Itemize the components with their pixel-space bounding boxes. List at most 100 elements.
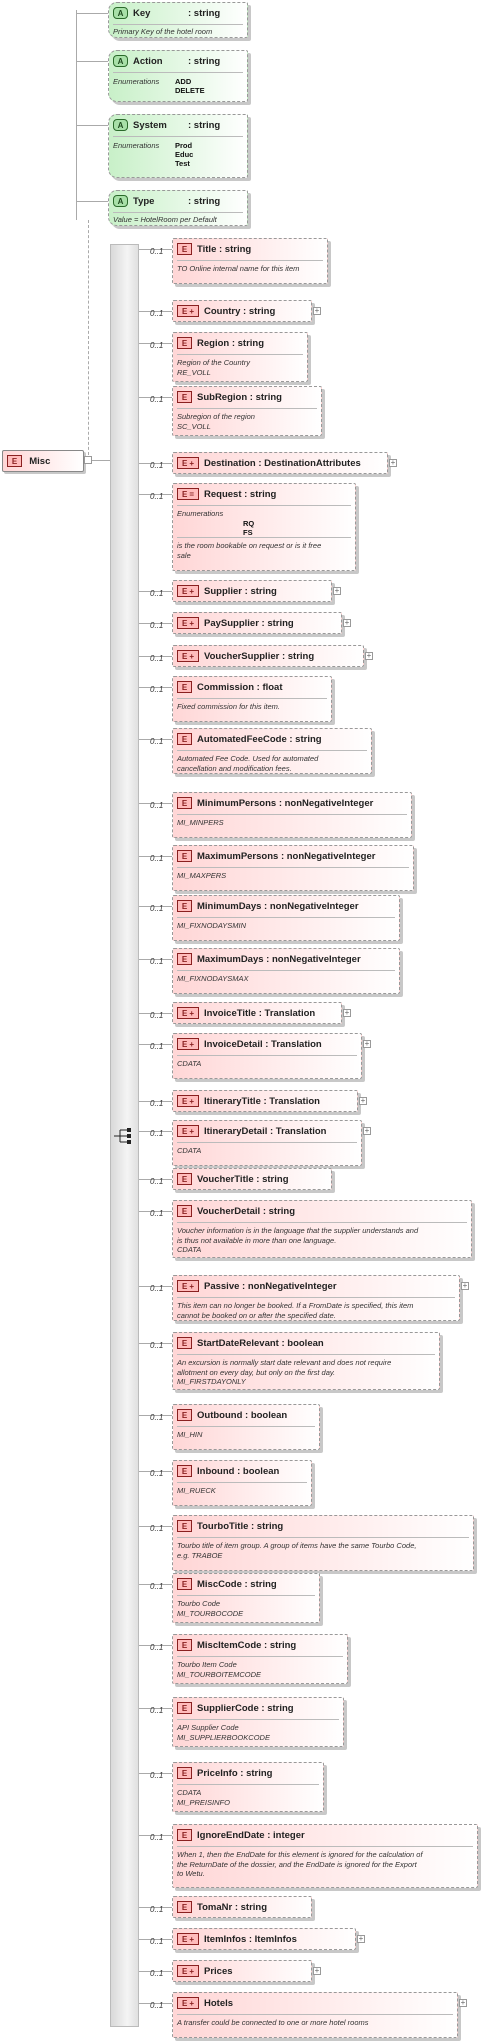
expand-icon[interactable]: + [343, 618, 351, 627]
element-box[interactable]: EInvoiceTitle : Translation [172, 1002, 342, 1024]
element-header: EDestination : DestinationAttributes [177, 457, 383, 471]
element-documentation: Tourbo Item Code MI_TOURBOITEMCODE [177, 1660, 262, 1679]
element-header: EItineraryTitle : Translation [177, 1095, 353, 1109]
element-link [139, 2003, 172, 2004]
element-box[interactable]: ECountry : string [172, 300, 312, 322]
expand-icon[interactable]: + [461, 1281, 469, 1290]
element-badge: E [177, 1280, 199, 1292]
element-label: Destination : DestinationAttributes [204, 457, 361, 469]
cardinality: 0..1 [150, 1706, 164, 1715]
element-label: Supplier : string [204, 585, 277, 597]
element-box[interactable]: EItineraryTitle : Translation [172, 1090, 358, 1112]
attribute-type: : string [188, 8, 221, 19]
attribute-name: Action [133, 55, 163, 67]
element-link [139, 1773, 172, 1774]
separator [177, 2014, 453, 2015]
expand-icon[interactable]: + [363, 1126, 371, 1135]
element-label: MinimumPersons : nonNegativeInteger [197, 797, 374, 809]
element-box[interactable]: EItemInfos : ItemInfos [172, 1928, 356, 1950]
element-box[interactable]: EVoucherSupplier : string [172, 645, 364, 667]
expand-icon[interactable]: + [313, 1966, 321, 1975]
element-documentation: When 1, then the EndDate for this elemen… [177, 1850, 423, 1878]
cardinality: 0..1 [150, 1771, 164, 1780]
element-box[interactable]: EDestination : DestinationAttributes [172, 452, 388, 474]
separator [177, 505, 351, 506]
element-link [139, 1907, 172, 1908]
cardinality: 0..1 [150, 1341, 164, 1350]
expand-icon[interactable]: + [359, 1096, 367, 1105]
separator [113, 24, 243, 25]
root-stub [88, 220, 89, 460]
element-documentation: Region of the Country RE_VOLL [177, 358, 250, 377]
collapse-toggle[interactable] [84, 456, 92, 464]
element-link [139, 1526, 172, 1527]
element-header: EInvoiceTitle : Translation [177, 1007, 337, 1021]
element-box[interactable]: EPaySupplier : string [172, 612, 342, 634]
cardinality: 0..1 [150, 1469, 164, 1478]
element-badge: E [177, 1095, 199, 1107]
cardinality: 0..1 [150, 1969, 164, 1978]
separator [177, 260, 323, 261]
expand-icon[interactable]: + [313, 306, 321, 315]
element-link [139, 803, 172, 804]
enumerations-label: Enumerations [113, 77, 160, 86]
cardinality: 0..1 [150, 1937, 164, 1946]
cardinality: 0..1 [150, 654, 164, 663]
element-badge: E [177, 305, 199, 317]
separator [177, 408, 317, 409]
element-label: MiscCode : string [197, 1578, 277, 1590]
attribute-badge: A [113, 195, 128, 207]
element-box[interactable]: EHotelsA transfer could be connected to … [172, 1992, 458, 2038]
expand-icon[interactable]: + [365, 651, 373, 660]
expand-icon[interactable]: + [389, 458, 397, 467]
expand-icon[interactable]: + [333, 586, 341, 595]
expand-icon[interactable]: + [343, 1008, 351, 1017]
expand-icon[interactable]: + [357, 1934, 365, 1943]
element-documentation: A transfer could be connected to one or … [177, 2018, 369, 2027]
root-element-misc[interactable]: E Misc [2, 450, 84, 472]
element-documentation: TO Online internal name for this item [177, 264, 300, 273]
expand-icon[interactable]: + [459, 1998, 467, 2007]
element-documentation: MI_FIXNODAYSMAX [177, 974, 249, 983]
expand-icon[interactable]: + [363, 1039, 371, 1048]
cardinality: 0..1 [150, 1177, 164, 1186]
element-box[interactable]: EPrices [172, 1960, 312, 1982]
